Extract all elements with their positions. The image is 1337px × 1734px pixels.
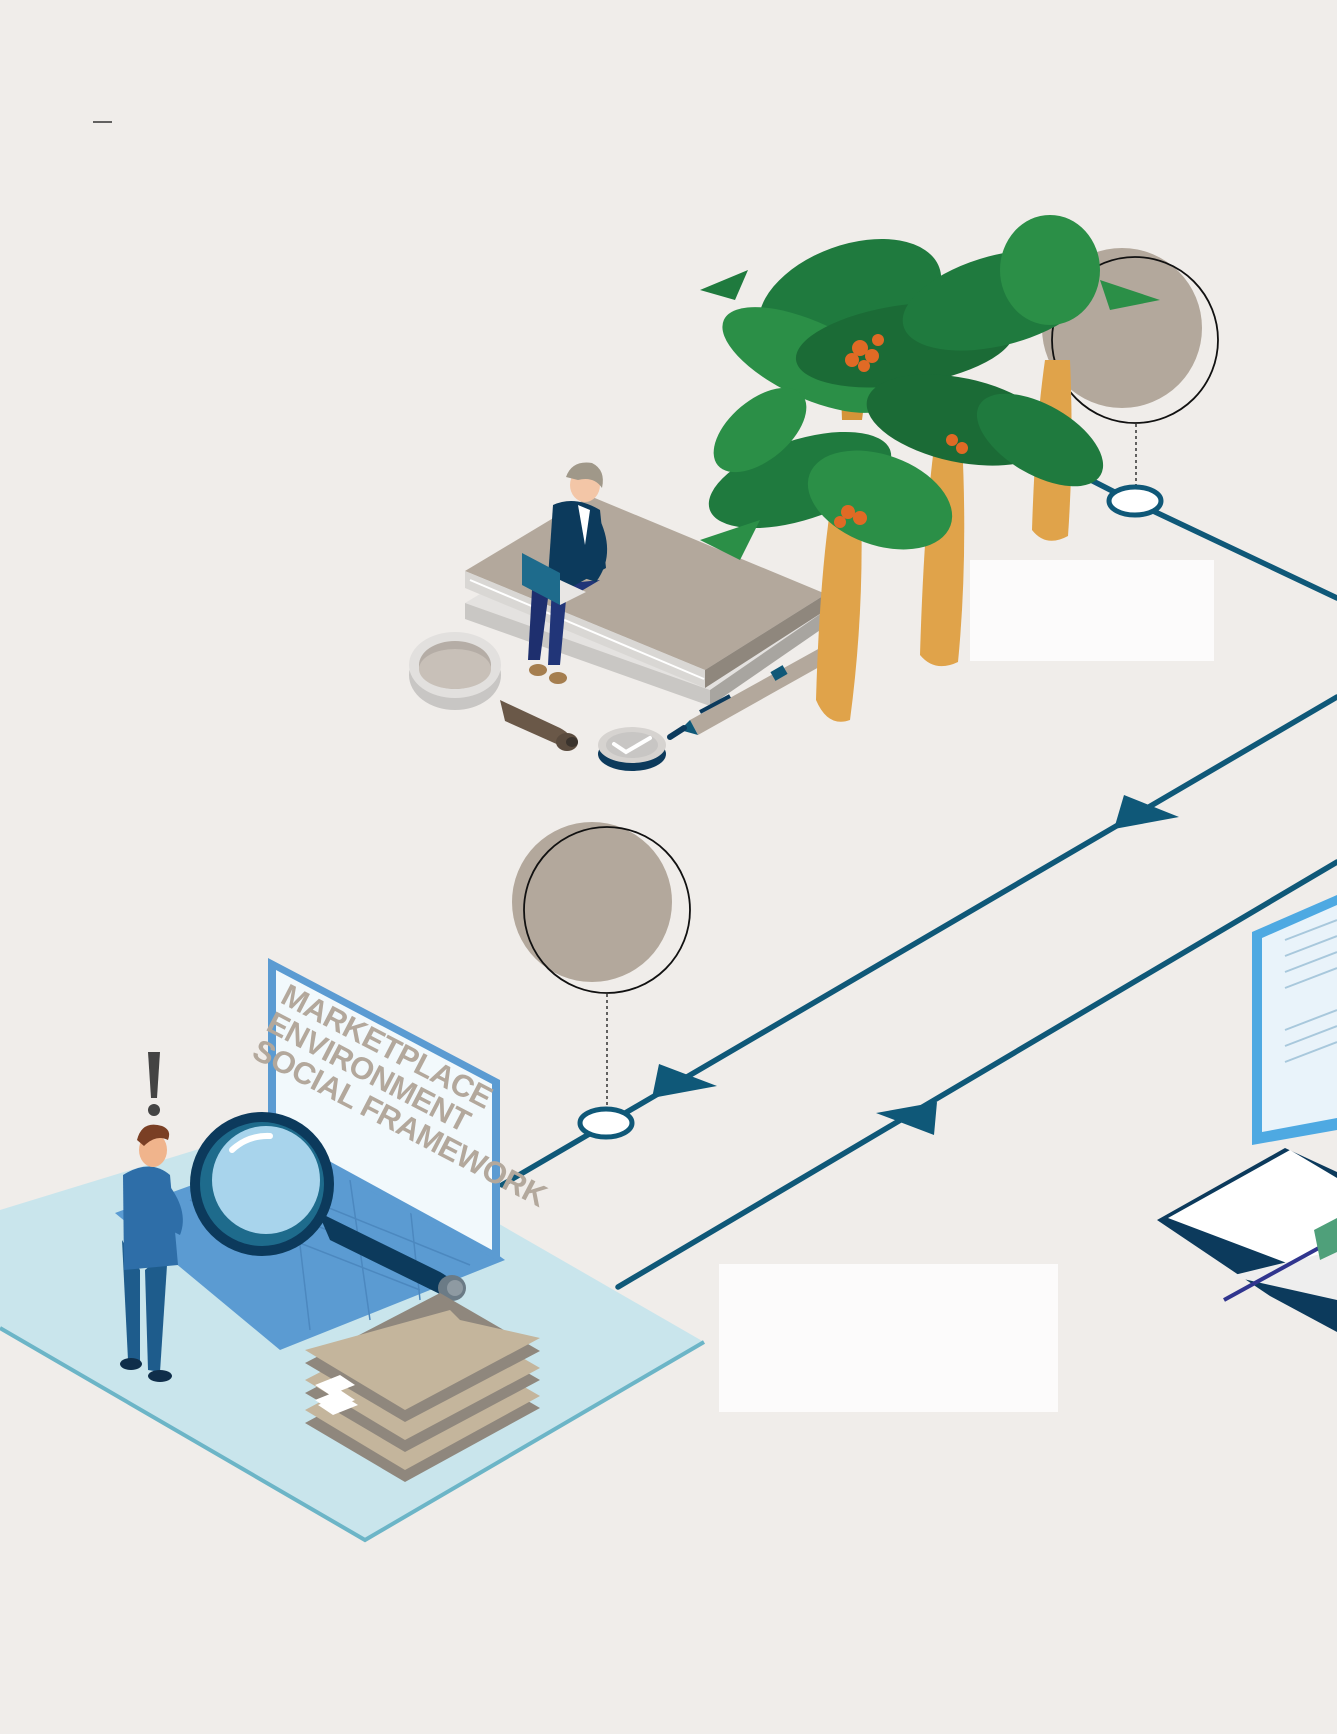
callout-marker-2 bbox=[512, 822, 691, 1140]
text-box-1 bbox=[970, 560, 1214, 661]
palm-fruits bbox=[834, 334, 968, 528]
checkmark-coin-icon bbox=[598, 727, 666, 771]
palm-trees-icon bbox=[700, 215, 1160, 722]
laptop-screen bbox=[276, 970, 492, 1250]
magnifier-icon bbox=[409, 632, 578, 751]
pen-icon bbox=[667, 648, 828, 740]
arrow-head-1 bbox=[1114, 795, 1179, 829]
arrow-head-2 bbox=[652, 1064, 717, 1098]
text-box-2 bbox=[719, 1264, 1058, 1412]
arrow-head-3 bbox=[876, 1102, 937, 1135]
callout-circle-1-ring bbox=[1051, 256, 1219, 424]
businessman-icon bbox=[120, 1124, 183, 1382]
callout-circle-2-ring bbox=[523, 826, 691, 994]
open-book-icon bbox=[1157, 1148, 1337, 1332]
folder-stack-icon bbox=[305, 1293, 540, 1482]
route-arrows bbox=[652, 795, 1179, 1135]
callout-circle-2-back bbox=[512, 822, 672, 982]
person-with-laptop-icon bbox=[522, 462, 608, 684]
route-line-bottom bbox=[615, 859, 1337, 1290]
callout-node-2 bbox=[577, 1106, 635, 1140]
palm-fronds bbox=[700, 215, 1160, 560]
monitor-icon bbox=[1252, 895, 1337, 1145]
route-line-middle bbox=[499, 694, 1337, 1188]
laptop-icon: MARKETPLACE ENVIRONMENT SOCIAL FRAMEWORK bbox=[115, 958, 553, 1350]
callout-node-1 bbox=[1106, 484, 1164, 518]
big-magnifier-icon bbox=[190, 1112, 466, 1301]
exclamation-icon bbox=[148, 1052, 160, 1116]
